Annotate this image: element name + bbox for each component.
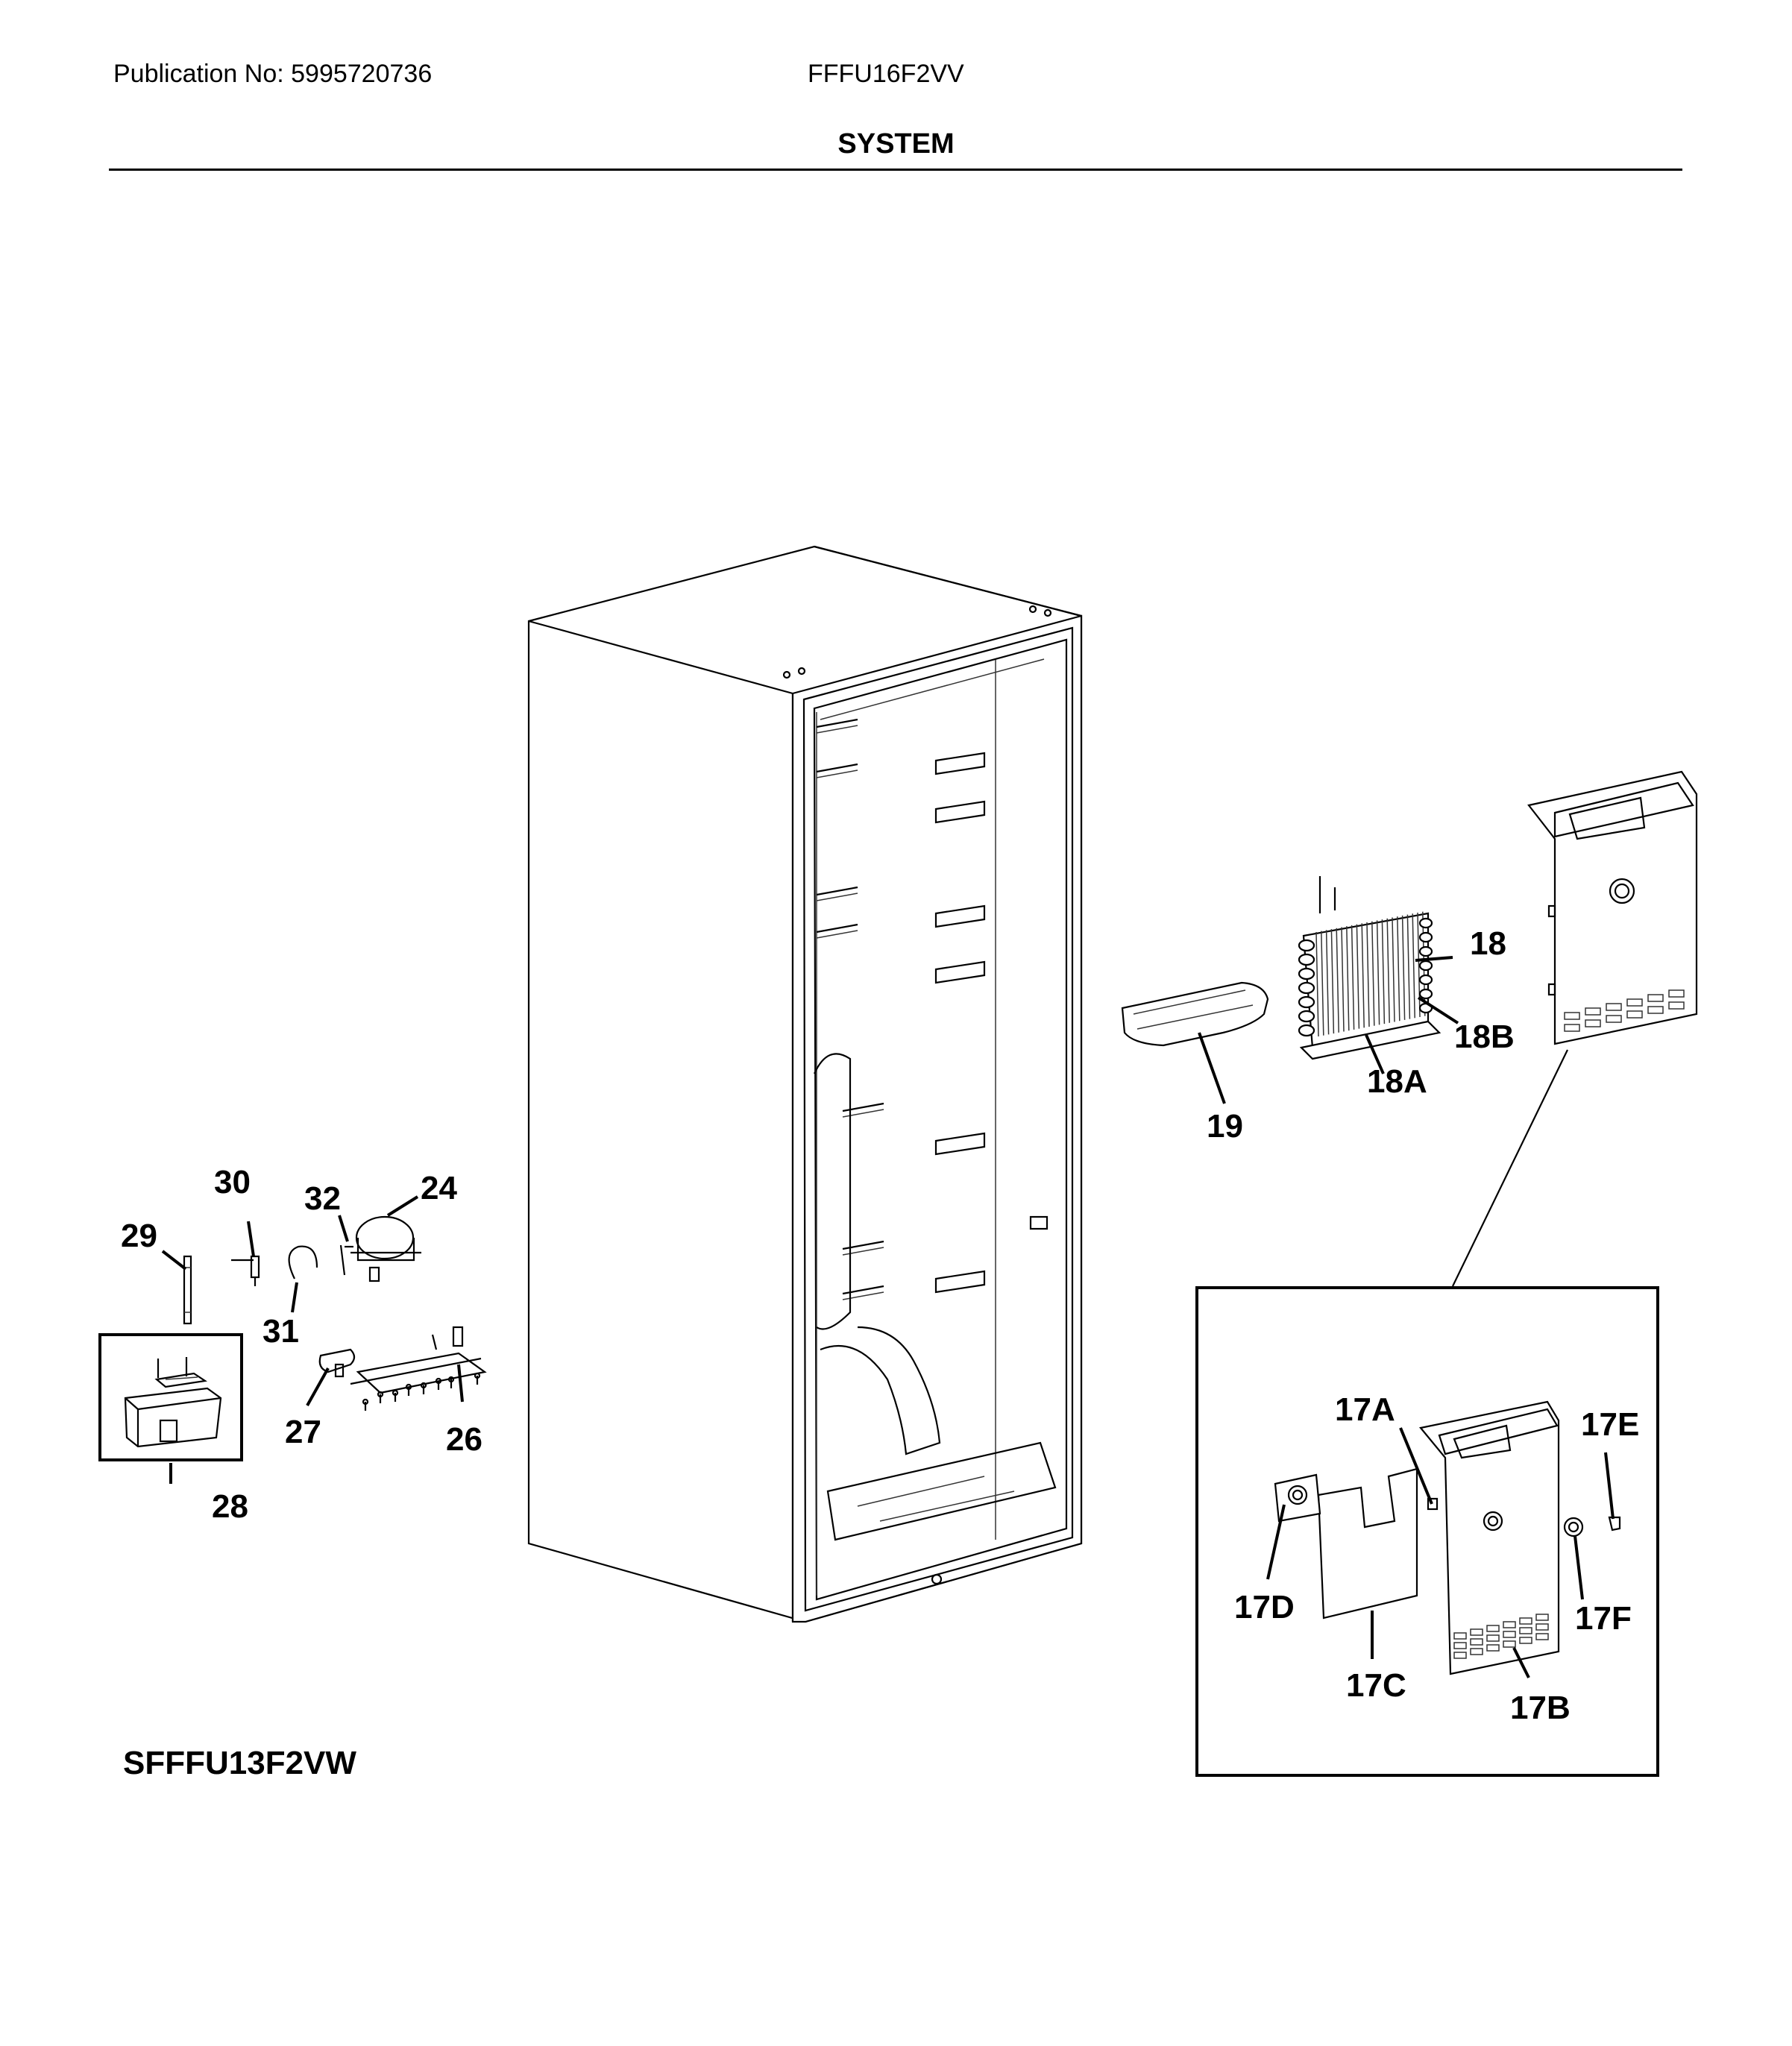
detail-bracket-17D-drawing xyxy=(1274,1473,1321,1523)
callout-17F: 17F xyxy=(1575,1600,1632,1637)
drain-pan-drawing xyxy=(124,1357,222,1448)
callout-30: 30 xyxy=(214,1164,251,1200)
callout-19: 19 xyxy=(1207,1108,1243,1145)
detail-cover-17B-drawing xyxy=(1418,1400,1560,1675)
section-title: SYSTEM xyxy=(837,128,955,160)
model-number: FFFU16F2VV xyxy=(808,60,964,88)
callout-29: 29 xyxy=(121,1218,157,1254)
detail-clip-17A-drawing xyxy=(1427,1497,1439,1511)
wire-drawing xyxy=(339,1244,346,1276)
detail-liner-17C-drawing xyxy=(1317,1467,1418,1620)
detail-fan-17F-drawing xyxy=(1563,1517,1584,1537)
header-rule xyxy=(109,169,1682,171)
callout-32: 32 xyxy=(304,1180,341,1217)
detail-box xyxy=(1195,1286,1659,1777)
cabinet-drawing xyxy=(527,545,1083,1623)
publication-number: Publication No: 5995720736 xyxy=(113,60,433,88)
drier-drawing xyxy=(183,1255,192,1325)
callout-27: 27 xyxy=(285,1414,321,1450)
callout-17E: 17E xyxy=(1581,1406,1639,1443)
loop-wire-drawing xyxy=(288,1245,318,1279)
detail-screw-17E-drawing xyxy=(1608,1516,1621,1532)
callout-24: 24 xyxy=(421,1170,457,1206)
callout-18B: 18B xyxy=(1454,1019,1515,1055)
leader-lines xyxy=(161,956,1615,1678)
evaporator-cover-drawing xyxy=(1527,770,1698,1045)
evaporator-drawing xyxy=(1298,876,1442,1060)
callout-17C: 17C xyxy=(1346,1667,1406,1704)
callout-18A: 18A xyxy=(1367,1063,1427,1100)
variant-model-label: SFFFU13F2VW xyxy=(123,1745,356,1781)
callout-31: 31 xyxy=(262,1313,299,1350)
fitting-drawing xyxy=(231,1255,260,1286)
callout-17A: 17A xyxy=(1335,1391,1395,1428)
callout-28: 28 xyxy=(212,1488,248,1525)
callout-26: 26 xyxy=(446,1421,482,1458)
cover-detail-leader xyxy=(1452,1049,1568,1287)
drain-pan-detail-box xyxy=(98,1333,243,1461)
drain-trough-drawing xyxy=(1121,981,1269,1047)
callout-17B: 17B xyxy=(1510,1690,1571,1726)
callout-18: 18 xyxy=(1470,925,1506,962)
base-plate-drawing xyxy=(318,1326,487,1411)
callout-17D: 17D xyxy=(1234,1589,1295,1625)
compressor-drawing xyxy=(345,1215,421,1282)
